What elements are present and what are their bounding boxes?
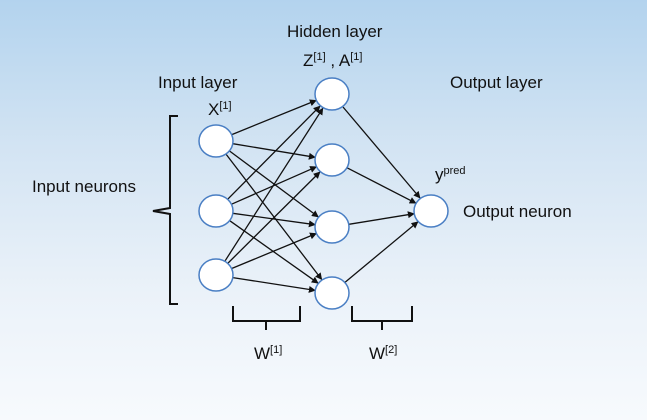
hidden-var-z-superscript: [1] [313,51,326,63]
edge-hidden-4-to-output [344,221,419,283]
w1-label: W[1] [254,344,282,364]
edge-input-2-to-hidden-1 [227,105,321,200]
edge-input-1-to-hidden-2 [232,143,316,160]
w2-superscript: [2] [385,344,398,356]
hidden-neuron-4 [314,276,350,310]
hidden-layer-variables: Z[1] , A[1] [303,51,362,71]
input-var-x-superscript: [1] [219,100,232,112]
output-neuron-text: Output neuron [463,202,572,221]
edge-input-1-to-hidden-1 [231,99,317,136]
input-neurons-label: Input neurons [32,177,136,197]
w1-text: W [254,344,271,363]
edge-input-3-to-hidden-1 [224,107,324,262]
hidden-var-z: Z [303,51,314,70]
hidden-var-a-superscript: [1] [350,51,363,63]
edge-input-3-to-hidden-3 [231,232,317,270]
input-var-x: X [208,100,220,119]
output-layer-title-text: Output layer [450,73,543,92]
output-variable: ypred [435,165,466,185]
hidden-layer-title-text: Hidden layer [287,22,383,41]
output-neuron-label: Output neuron [463,202,572,222]
input-neuron-1 [198,124,234,158]
edge-input-2-to-hidden-4 [229,220,319,284]
input-neuron-3 [198,258,234,292]
hidden-vars-separator: , [325,51,339,70]
input-neuron-2 [198,194,234,228]
edge-hidden-1-to-output [342,106,421,199]
input-layer-title: Input layer [158,73,237,93]
nodes-group [198,77,449,310]
braces-group [152,115,413,330]
w2-label: W[2] [369,344,397,364]
edge-input-3-to-hidden-4 [232,276,316,293]
edge-input-2-to-hidden-3 [232,212,316,228]
input-neurons-brace [152,115,178,305]
w1-superscript: [1] [270,344,283,356]
edges-group [224,99,421,293]
w2-text: W [369,344,386,363]
hidden-var-a: A [338,51,351,70]
w1-brace [232,306,301,330]
input-neurons-text: Input neurons [32,177,136,196]
output-var-y-superscript: pred [443,165,466,177]
hidden-neuron-1 [314,77,350,111]
hidden-neuron-2 [314,143,350,177]
output-neuron [413,194,449,228]
hidden-layer-title: Hidden layer [287,22,382,42]
w2-brace [351,306,413,330]
input-variable: X[1] [208,100,232,120]
output-var-y: y [435,165,444,184]
edge-hidden-2-to-output [346,167,417,204]
hidden-neuron-3 [314,210,350,244]
edge-input-3-to-hidden-2 [227,171,321,264]
input-layer-title-text: Input layer [158,73,238,92]
output-layer-title: Output layer [450,73,543,93]
edge-hidden-3-to-output [348,211,415,225]
